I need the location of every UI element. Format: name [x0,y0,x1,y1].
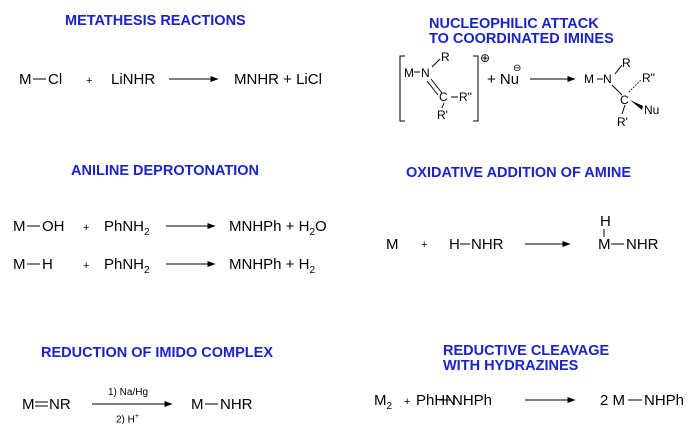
oxidative-prod-h: H [600,213,611,230]
aniline-title: ANILINE DEPROTONATION [71,163,259,179]
hydrazine-prod-tail: NHPh [644,392,685,409]
metathesis-title: METATHESIS REACTIONS [65,13,246,29]
aniline-row1-reagent: PhNH2 [104,218,150,241]
hydrazine-m2-sub: 2 [386,401,393,412]
prod-c-r1-bond [621,104,626,115]
aniline-row2-reagent-sub: 2 [144,265,150,276]
hydrazine-m2-text: M [374,392,387,409]
left-bracket [399,55,405,122]
imido-condition-1: 1) Na/Hg [108,387,149,398]
metathesis-plus: + [86,75,93,87]
aniline-row1-m: M [13,218,26,235]
aniline-row2-h: H [42,256,53,273]
hydrazine-title-line1: REDUCTIVE CLEAVAGE [443,343,610,359]
amide-nu: Nu [644,103,660,117]
hydrazine-prod-coef: 2 M [600,392,626,409]
aniline-row2-plus: + [83,260,90,272]
imine-c: C [439,90,448,104]
amide-r1: R' [617,115,628,129]
negative-charge-icon: ⊖ [513,63,522,74]
imido-m: M [22,396,35,413]
aniline-row2-reagent: PhNH2 [104,256,150,279]
aniline-row1-plus: + [83,222,90,234]
oxidative-prod-m: M [598,236,611,253]
oxidative-reagent-nhr: NHR [471,236,504,253]
imido-condition-2-sup: + [134,413,139,420]
imido-condition-2: 2) H+ [116,408,139,424]
amide-r: R [622,56,631,70]
hydrazine-m2: M2 [374,392,392,415]
aniline-row2-reagent-text: PhNH [104,256,145,273]
aniline-row1-product-sub: 2 [309,227,315,238]
imido-condition-2-text: 2) H [116,414,135,424]
metathesis-products: MNHR + LiCl [234,71,322,88]
right-bracket [473,55,479,122]
aniline-row1-reagent-sub: 2 [144,227,150,238]
n-r-bond [431,58,441,68]
oxidative-title: OXIDATIVE ADDITION OF AMINE [406,165,632,181]
amide-n: N [603,72,612,86]
oxidative-m: M [386,236,399,253]
metathesis-reactant-m: M [19,71,32,88]
aniline-row1-product-tail: O [315,218,327,235]
metathesis-reagent: LiNHR [111,71,156,88]
n-c-double-bond-b [430,78,443,94]
aniline-row2-product-text: MNHPh + H [229,256,310,273]
oxidative-reagent-h: H [449,236,460,253]
prod-c-nu-wedge [630,100,643,110]
aniline-row2-product: MNHPh + H2 [229,256,315,279]
positive-charge-icon: ⊕ [480,51,491,65]
imido-nr: NR [49,396,71,413]
imine-r1: R' [437,108,448,122]
plus-nucleophile: + Nu [487,71,520,88]
amide-r2: R" [642,71,655,85]
imine-n: N [421,66,430,80]
nucleophilic-title-line2: TO COORDINATED IMINES [429,31,614,47]
aniline-row2-product-sub: 2 [309,265,315,276]
aniline-row1-product: MNHPh + H2O [229,218,327,241]
aniline-row1-reagent-text: PhNH [104,218,145,235]
imido-prod-m: M [191,396,204,413]
prod-n-c-bond [611,84,623,96]
oxidative-plus: + [421,239,428,251]
aniline-row1-product-text: MNHPh + H [229,218,310,235]
hydrazine-title-line2: WITH HYDRAZINES [443,358,579,374]
imine-r: R [441,50,450,64]
aniline-row2-m: M [13,256,26,273]
amide-c: C [620,93,629,107]
oxidative-prod-nhr: NHR [626,236,659,253]
imine-m: M [404,66,414,80]
imido-prod-nhr: NHR [220,396,253,413]
amide-m: M [584,72,594,86]
prod-c-r2-hashed [628,79,642,93]
metathesis-reactant-cl: Cl [48,71,63,88]
imido-title: REDUCTION OF IMIDO COMPLEX [41,345,273,361]
n-c-double-bond-a [426,80,439,96]
hydrazine-reagent-b: NHPh [452,392,493,409]
c-r1-bond [441,102,445,109]
prod-n-r-bond [614,64,623,75]
hydrazine-reagent-a: PhHN [416,392,457,409]
nucleophilic-title-line1: NUCLEOPHILIC ATTACK [429,16,599,32]
hydrazine-plus: + [404,396,411,408]
imine-r2: R" [459,90,472,104]
aniline-row1-oh: OH [42,218,65,235]
